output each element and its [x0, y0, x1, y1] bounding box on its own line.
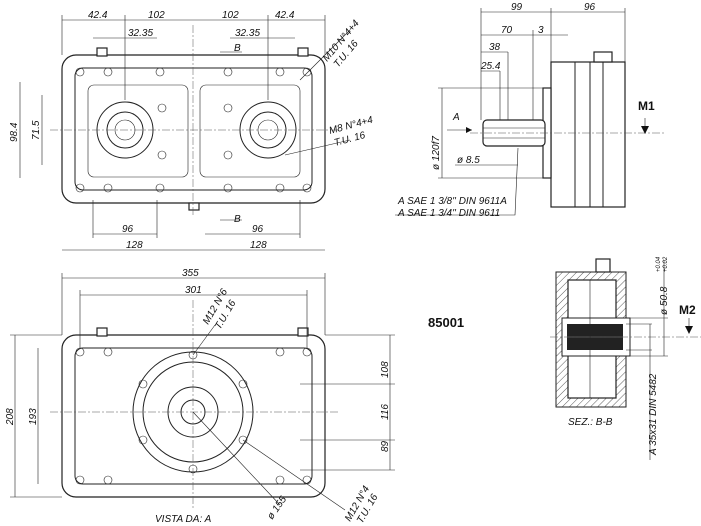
- dim-208: 208: [5, 408, 16, 426]
- dim-128-right: 128: [250, 240, 267, 251]
- section-mark-b-bottom: B: [234, 214, 241, 225]
- spline-spec: A 35x31 DIN 5482: [648, 373, 659, 456]
- dim-102-left: 102: [148, 10, 165, 21]
- shaft-spec-1: A SAE 1 3/8'' DIN 9611A: [397, 196, 507, 207]
- shaft-spec-2: A SAE 1 3/4'' DIN 9611: [397, 208, 500, 219]
- dim-42-4-right: 42.4: [275, 10, 295, 21]
- dim-301: 301: [185, 285, 202, 296]
- dim-193: 193: [28, 408, 39, 425]
- dim-42-4-left: 42.4: [88, 10, 108, 21]
- dim-38: 38: [489, 42, 501, 53]
- bottom-view: 355 301 208 193 108 116 89 M12 N°6 T.U. …: [5, 268, 395, 526]
- dim-116: 116: [380, 404, 391, 420]
- pilot-diameter: ø 120f7: [431, 136, 442, 170]
- view-arrow-a: A: [452, 112, 460, 123]
- dim-70: 70: [501, 25, 513, 36]
- side-view: 99 96 70 3 38 25.4 A ø 120f7 ø 8.5 A SAE…: [395, 2, 665, 219]
- dim-98-4: 98.4: [9, 122, 20, 142]
- dim-89: 89: [380, 440, 391, 452]
- view-caption: VISTA DA: A: [155, 514, 212, 525]
- section-caption: SEZ.: B-B: [568, 417, 613, 428]
- dim-355: 355: [182, 268, 199, 279]
- section-view: ø 50.8 +0.04 +0.02 M2 A 35x31 DIN 5482 S…: [550, 256, 701, 460]
- dim-102-right: 102: [222, 10, 239, 21]
- section-mark-b-top: B: [234, 43, 241, 54]
- dim-96-left: 96: [122, 224, 134, 235]
- dim-99: 99: [511, 2, 523, 13]
- motor-label-m2: M2: [679, 303, 696, 317]
- dim-71-5: 71.5: [31, 120, 42, 140]
- bore-diameter: ø 50.8: [659, 286, 670, 315]
- dim-128-left: 128: [126, 240, 143, 251]
- flange-diameter: ø 155: [265, 494, 289, 522]
- front-view: 42.4 102 102 42.4 32.35 32.35 B B 98.4 7…: [9, 10, 375, 251]
- dim-3: 3: [538, 25, 544, 36]
- hole-diameter: ø 8.5: [457, 155, 480, 166]
- dim-96: 96: [584, 2, 596, 13]
- dim-25-4: 25.4: [480, 61, 501, 72]
- dim-32-35-left: 32.35: [128, 28, 153, 39]
- dim-32-35-right: 32.35: [235, 28, 260, 39]
- tolerance-upper: +0.04: [656, 256, 662, 272]
- motor-label-m1: M1: [638, 99, 655, 113]
- dim-96-right: 96: [252, 224, 264, 235]
- tolerance-lower: +0.02: [663, 256, 669, 272]
- part-number: 85001: [428, 315, 464, 330]
- dim-108: 108: [380, 361, 391, 378]
